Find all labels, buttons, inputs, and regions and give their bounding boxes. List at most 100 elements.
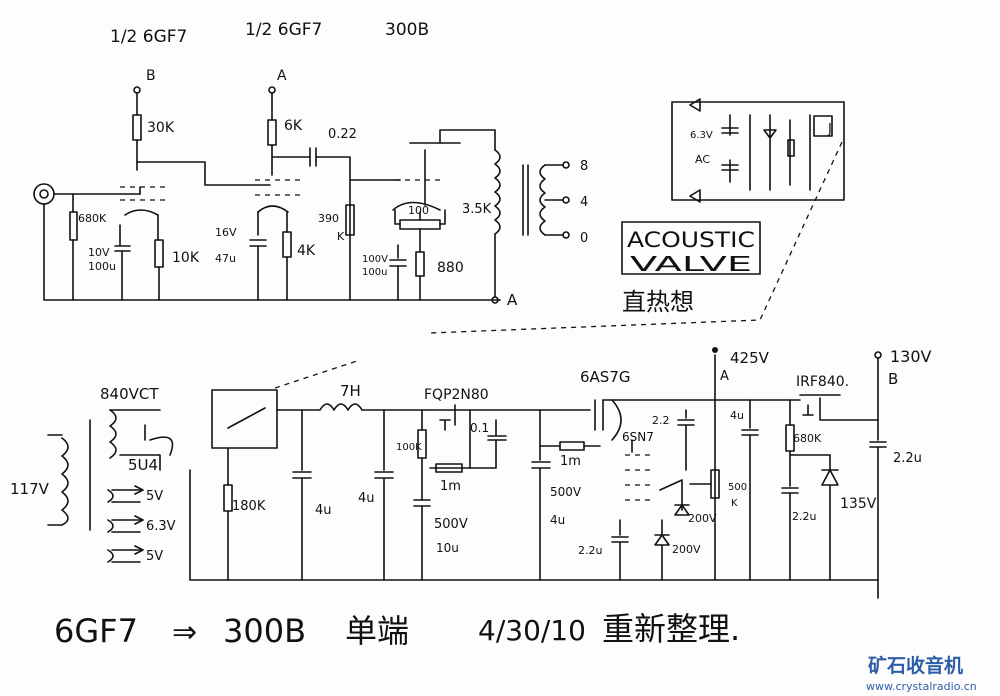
output-grid-resistor-unit: K <box>337 230 345 243</box>
grid-resistor <box>69 211 78 241</box>
coupling-cap-label: 0.22 <box>328 127 357 142</box>
output-grid-resistor-label: 390 <box>318 212 339 225</box>
inset-frame <box>671 101 845 201</box>
node-b-supply-label: B <box>888 370 898 388</box>
watermark-url: www.crystalradio.cn <box>866 680 977 693</box>
node-b-terminal <box>133 86 141 94</box>
amplifier-section: 1/2 6GF7 1/2 6GF7 300B 680K B 30K 10V 10… <box>33 20 588 309</box>
zener-135 <box>821 454 839 581</box>
node-a-bottom-label: A <box>507 291 518 309</box>
cathode-cap-2 <box>249 211 267 301</box>
caption-right: 300B <box>223 612 306 650</box>
hum-balance-pot <box>399 219 441 230</box>
cap-2u2-c <box>781 454 799 581</box>
reg-tube <box>539 399 622 441</box>
zener-1-label: 200V <box>688 512 717 525</box>
cathode-resistor-2 <box>282 231 292 258</box>
filter-cap-3-volt: 500V <box>434 517 468 532</box>
filter-cap-4-volt: 500V <box>550 485 582 499</box>
logo-frame <box>621 221 761 275</box>
plate-resistor-2 <box>267 119 277 146</box>
node-130-label: 130V <box>890 347 932 366</box>
tap-0-terminal <box>562 231 570 239</box>
cathode-cap-3-val: 100u <box>362 267 387 278</box>
tap-0-label: 0 <box>580 231 588 246</box>
inset-j-label: J <box>827 122 832 137</box>
tap-8-label: 8 <box>580 159 588 174</box>
power-supply-section: 840VCT 5U4 117V 5V 6.3V 5V 180K 7H 4u 4u <box>10 347 932 599</box>
bias-pot-500k-label: 500 <box>728 482 747 493</box>
node-130-terminal <box>874 351 882 359</box>
caption-date: 4/30/10 <box>478 614 586 647</box>
acoustic-valve-logo: ACOUSTIC VALVE <box>621 221 761 276</box>
node-a-terminal <box>268 86 276 94</box>
reg-tube-label: 6AS7G <box>580 368 631 386</box>
gate-resistor-1m-label: 1m <box>440 479 461 494</box>
watermark: 矿石收音机 www.crystalradio.cn <box>866 654 977 693</box>
cap-out-label: 2.2u <box>893 451 922 466</box>
cathode-cap-2-val: 47u <box>215 252 236 265</box>
cathode-cap-1-val: 100u <box>88 260 116 273</box>
bypass-cap <box>469 419 507 469</box>
rectifier-box <box>211 389 278 449</box>
mains-label: 117V <box>10 480 50 498</box>
node-a-supply-label: A <box>720 369 729 384</box>
filter-cap-2 <box>374 409 394 581</box>
opt-primary-label: 3.5K <box>462 202 492 217</box>
logo-line1: ACOUSTIC <box>627 228 755 252</box>
cap-2u2-c-label: 2.2u <box>792 510 816 523</box>
caption-arrow: ⇒ <box>172 615 197 650</box>
node-425-label: 425V <box>730 349 770 367</box>
plate-resistor-1 <box>132 114 142 141</box>
mosfet-2 <box>799 394 879 421</box>
grid-resistor-label: 680K <box>78 212 107 225</box>
caption-cn2: 重新整理. <box>602 610 740 648</box>
plate-resistor-2-label: 6K <box>284 118 303 134</box>
mosfet-1-label: FQP2N80 <box>424 387 489 403</box>
node-425-terminal <box>712 347 718 353</box>
tap-8-terminal <box>562 161 570 169</box>
caption-cn1: 单端 <box>345 612 409 650</box>
filter-cap-3 <box>413 499 431 581</box>
cap-2u2-label: 2.2 <box>652 414 670 427</box>
pt-secondary-winding <box>109 409 117 459</box>
cathode-resistor-3-label: 880 <box>437 260 464 276</box>
output-grid-resistor <box>345 204 355 236</box>
hum-balance-pot-label: 100 <box>408 204 429 217</box>
cap-2u2-b <box>611 519 629 581</box>
gate-resistor-680k-label: 680K <box>793 432 822 445</box>
caption-left: 6GF7 <box>54 612 138 650</box>
cathode-cap-1-volt: 10V <box>88 246 110 259</box>
output-transformer-secondary <box>539 164 546 236</box>
zener-2-label: 200V <box>672 543 701 556</box>
tap-5v-b-label: 5V <box>146 549 163 564</box>
logo-line2: VALVE <box>630 252 752 276</box>
cathode-resistor-1 <box>154 239 164 268</box>
heater-inset: 6.3V AC J <box>429 98 845 334</box>
cap-out <box>869 357 887 599</box>
bias-pot-500k-unit: K <box>731 498 738 509</box>
output-transformer-primary <box>494 149 501 298</box>
coupling-cap <box>309 147 317 167</box>
tube-v1-title: 1/2 6GF7 <box>110 27 187 47</box>
zener-2 <box>654 519 670 581</box>
inset-6v3-label: 6.3V <box>690 130 713 141</box>
filter-cap-3-val: 10u <box>436 541 459 555</box>
filter-cap-4-val: 4u <box>550 513 565 527</box>
cathode-resistor-2-label: 4K <box>297 243 316 259</box>
bypass-cap-label: 0.1 <box>470 421 489 435</box>
node-b-label: B <box>146 68 156 84</box>
bias-tube-label: 6SN7 <box>622 430 654 444</box>
watermark-cn: 矿石收音机 <box>868 654 963 677</box>
choke-label: 7H <box>340 382 361 400</box>
cap-2u2 <box>677 409 695 471</box>
cathode-resistor-1-label: 10K <box>172 250 200 266</box>
rectifier-label: 5U4 <box>128 456 158 474</box>
filter-cap-2-label: 4u <box>358 491 375 506</box>
node-a-bottom-terminal <box>491 296 499 304</box>
tube-out-title: 300B <box>385 20 429 40</box>
filter-cap-1-label: 4u <box>315 503 332 518</box>
mains-transformer-primary <box>47 434 69 526</box>
pt-secondary-label: 840VCT <box>100 385 159 403</box>
tap-5v-label: 5V <box>146 489 163 504</box>
